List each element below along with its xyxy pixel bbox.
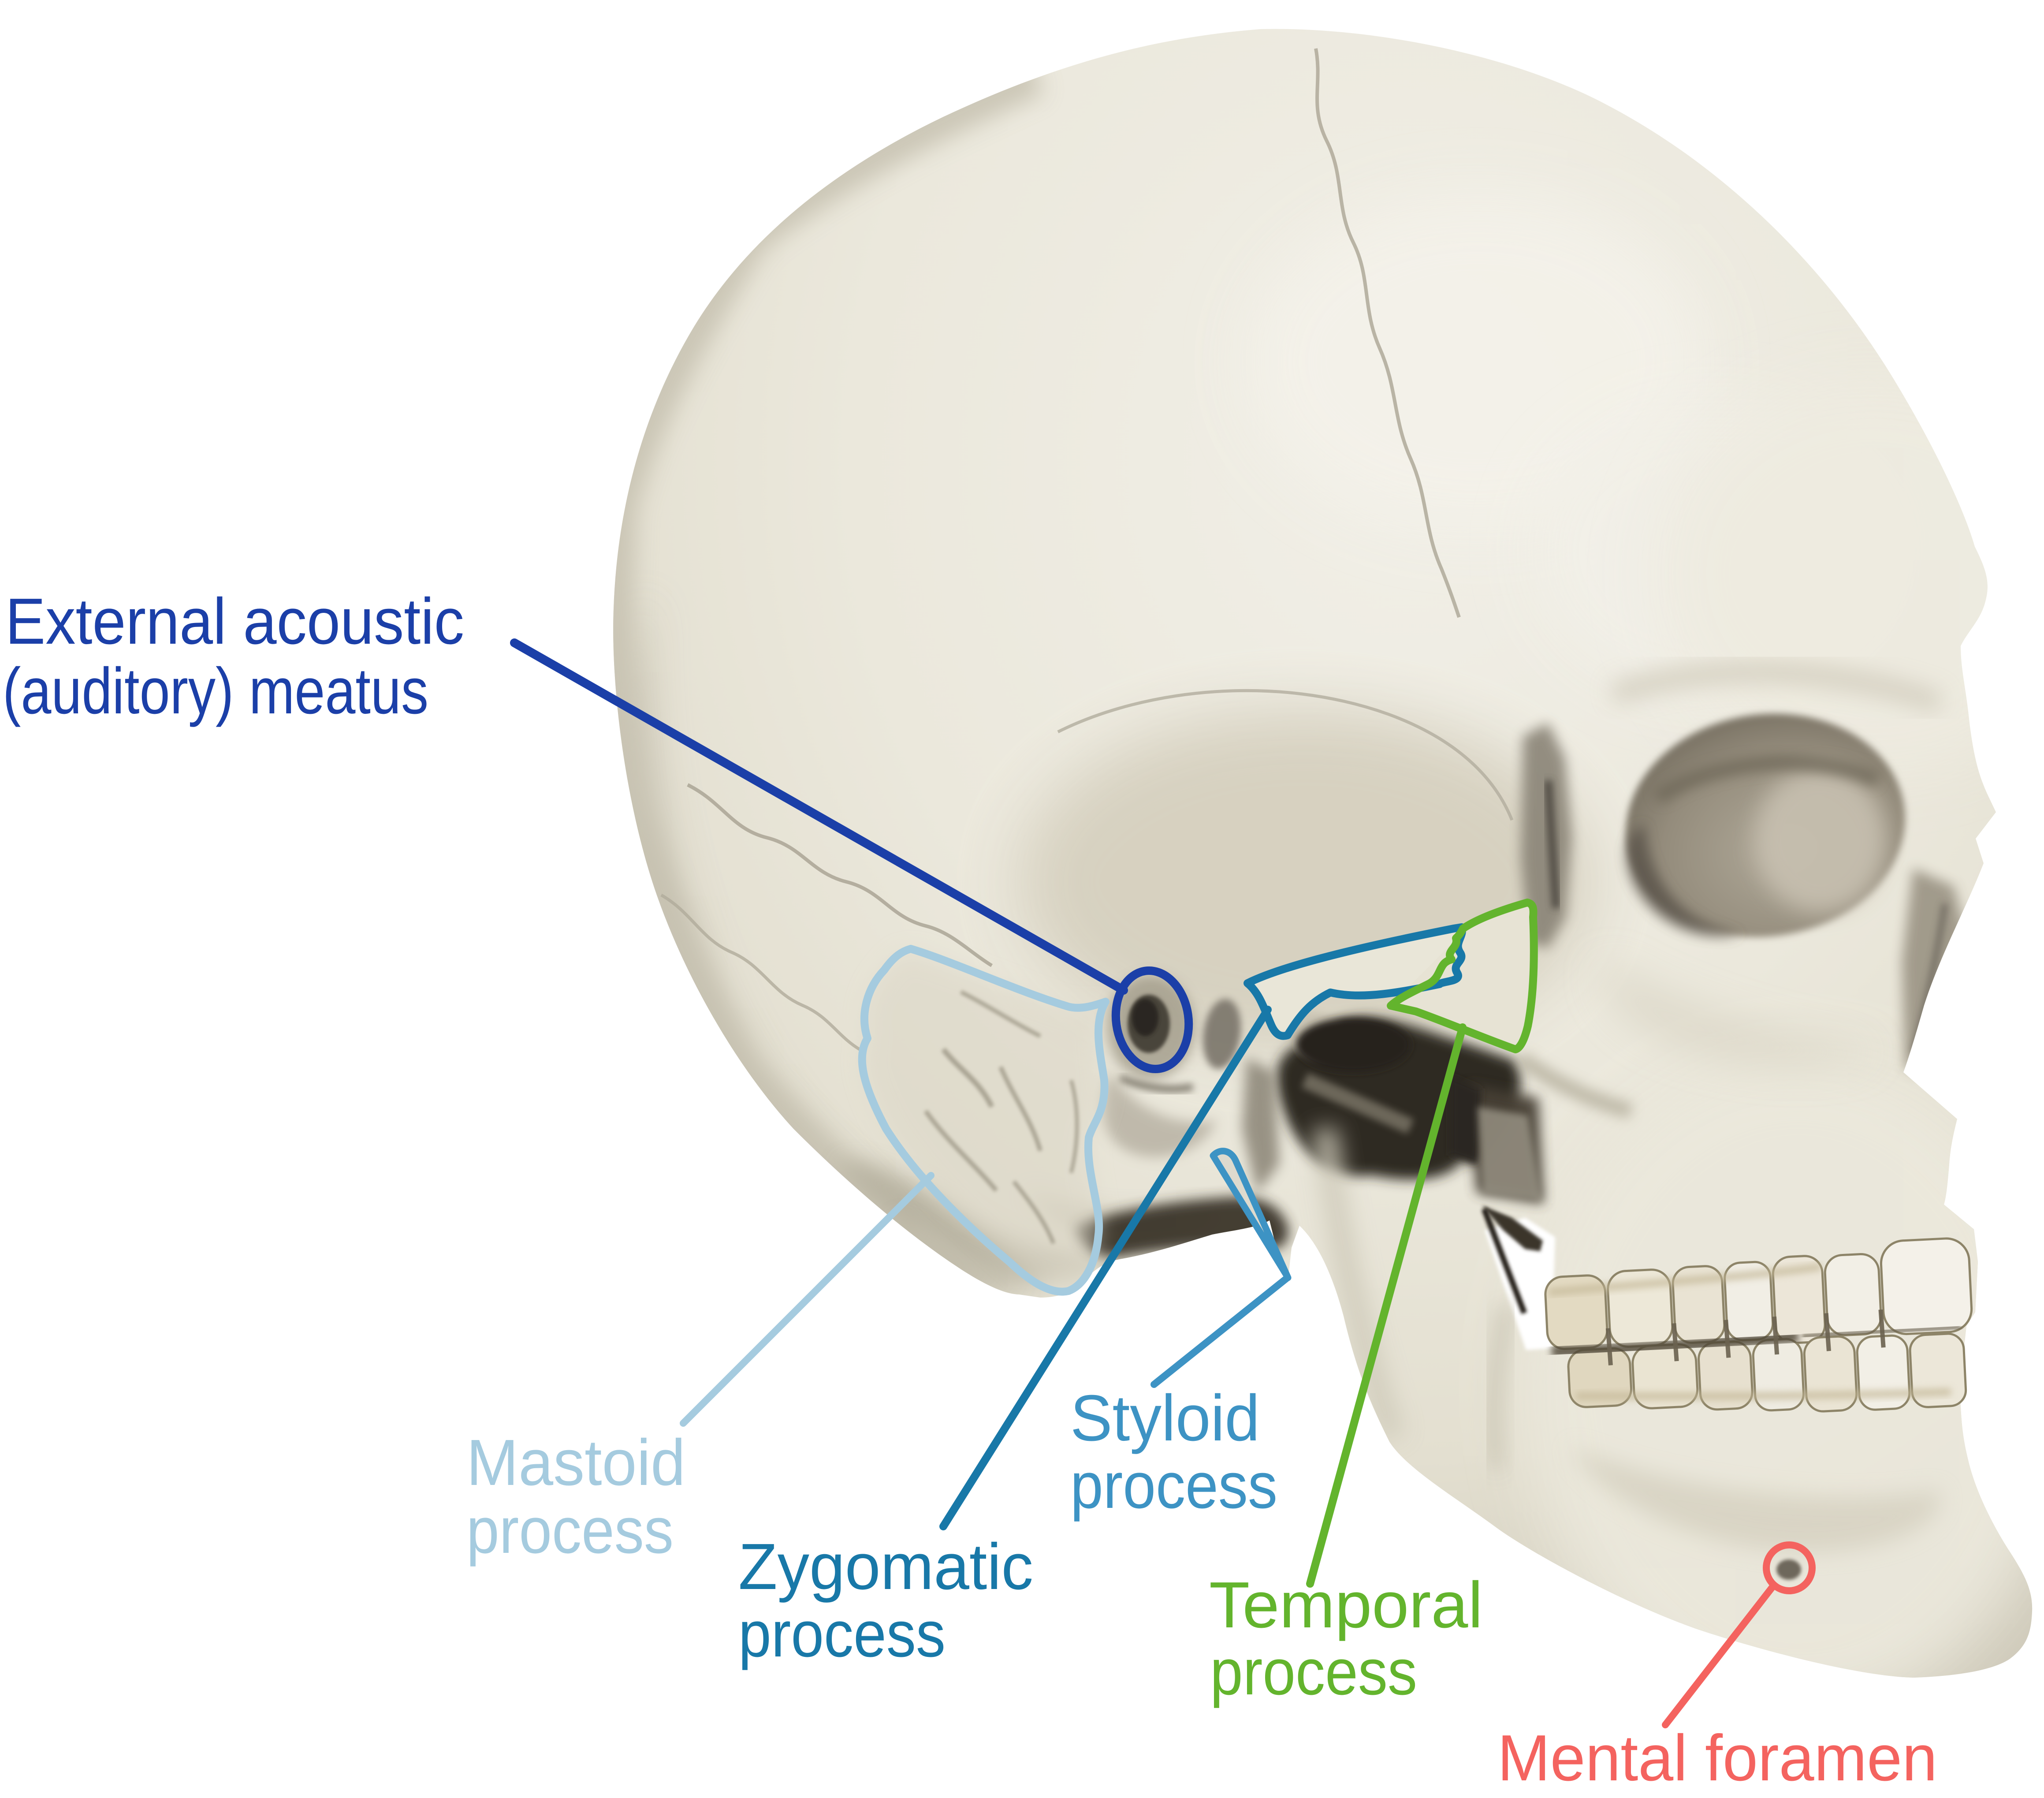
svg-text:(auditory) meatus: (auditory) meatus [3, 655, 428, 727]
svg-text:process: process [738, 1598, 946, 1671]
svg-text:Mastoid: Mastoid [466, 1426, 685, 1499]
svg-text:External acoustic: External acoustic [5, 585, 464, 658]
svg-text:Mental foramen: Mental foramen [1497, 1722, 1937, 1794]
svg-text:Temporal: Temporal [1209, 1569, 1483, 1641]
svg-text:Zygomatic: Zygomatic [738, 1530, 1033, 1603]
svg-text:process: process [1210, 1636, 1417, 1708]
svg-text:process: process [1070, 1449, 1277, 1522]
svg-text:process: process [466, 1494, 674, 1567]
svg-text:Styloid: Styloid [1070, 1382, 1260, 1455]
